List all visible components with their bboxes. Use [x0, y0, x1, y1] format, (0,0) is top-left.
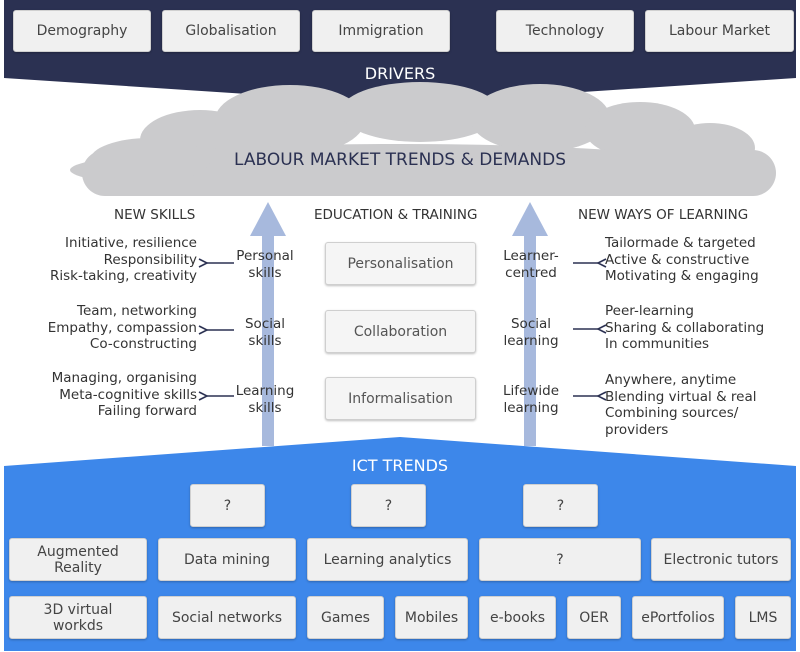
learning-label: Lifewide learning — [503, 383, 559, 416]
ict-box: Augmented Reality — [9, 538, 147, 581]
ict-box: ? — [190, 484, 265, 527]
ict-box: LMS — [735, 596, 791, 639]
ict-box: Social networks — [158, 596, 296, 639]
driver-box: Globalisation — [162, 10, 300, 52]
skills-label: Personal skills — [236, 248, 294, 281]
learning-description: Peer-learning Sharing & collaborating In… — [605, 303, 765, 352]
learning-label: Social learning — [503, 316, 559, 349]
skills-description: Team, networking Empathy, compassion Co-… — [47, 303, 197, 352]
ict-box: OER — [567, 596, 621, 639]
cloud-shape — [70, 82, 776, 196]
learning-description: Anywhere, anytime Blending virtual & rea… — [605, 372, 757, 438]
driver-box: Labour Market — [645, 10, 794, 52]
learning-label: Learner- centred — [503, 248, 559, 281]
ict-box: Mobiles — [395, 596, 468, 639]
skills-label: Social skills — [244, 316, 286, 349]
ict-box: 3D virtual workds — [9, 596, 147, 639]
education-box: Collaboration — [325, 310, 476, 353]
ict-box: Data mining — [158, 538, 296, 581]
education-box: Informalisation — [325, 377, 476, 420]
ict-box: ePortfolios — [632, 596, 724, 639]
ict-box: Electronic tutors — [651, 538, 791, 581]
cloud-label: LABOUR MARKET TRENDS & DEMANDS — [233, 150, 566, 170]
learning-description: Tailormade & targeted Active & construct… — [605, 235, 759, 284]
skills-label: Learning skills — [235, 383, 295, 416]
new-skills-heading: NEW SKILLS — [114, 207, 196, 223]
skills-description: Managing, organising Meta-cognitive skil… — [51, 370, 197, 419]
driver-box: Demography — [13, 10, 151, 52]
ict-box: ? — [523, 484, 598, 527]
driver-box: Technology — [496, 10, 634, 52]
ict-box: Games — [307, 596, 384, 639]
right-up-arrow — [512, 202, 548, 446]
education-box: Personalisation — [325, 242, 476, 285]
driver-box: Immigration — [312, 10, 450, 52]
skills-description: Initiative, resilience Responsibility Ri… — [49, 235, 197, 284]
ict-trends-label: ICT TRENDS — [351, 456, 449, 475]
education-training-heading: EDUCATION & TRAINING — [314, 207, 478, 223]
new-ways-of-learning-heading: NEW WAYS OF LEARNING — [578, 207, 749, 223]
ict-box: ? — [351, 484, 426, 527]
left-up-arrow — [250, 202, 286, 446]
drivers-label: DRIVERS — [364, 64, 436, 83]
ict-box: e-books — [479, 596, 556, 639]
ict-box: Learning analytics — [307, 538, 468, 581]
ict-box: ? — [479, 538, 641, 581]
